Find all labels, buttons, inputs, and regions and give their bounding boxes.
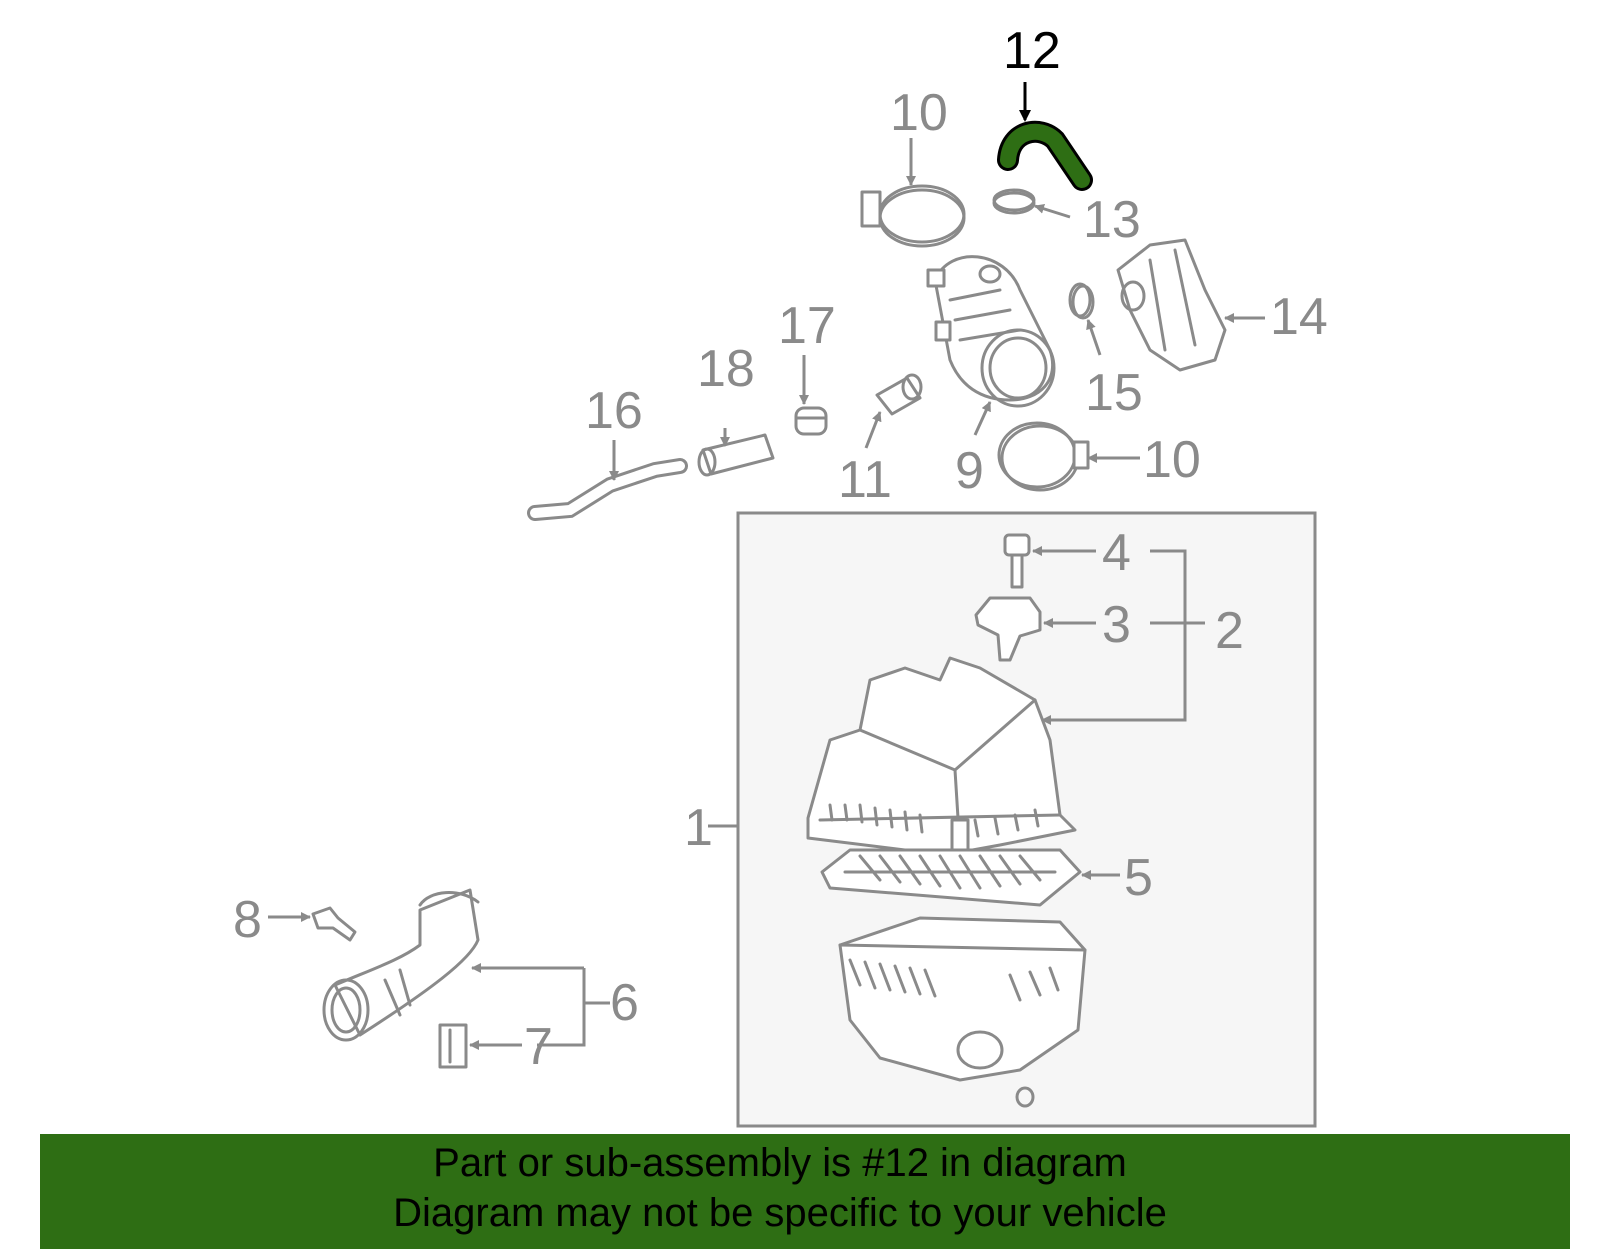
- part-16-tube: [527, 458, 688, 521]
- part-11-fitting: [875, 373, 923, 416]
- callout-labels: 12 10 13 14 15 17 18 16 11 9 10 4 3 2 1 …: [233, 22, 1328, 1076]
- callout-9: 9: [955, 442, 984, 500]
- callout-16: 16: [585, 382, 643, 440]
- part-7-clip: [438, 1023, 468, 1069]
- part-18-hose: [697, 433, 775, 477]
- banner-line-1: Part or sub-assembly is #12 in diagram: [433, 1141, 1127, 1185]
- part-14-cover: [1116, 238, 1227, 372]
- part-10-clamp-bottom: [997, 421, 1090, 492]
- callout-1: 1: [684, 799, 713, 857]
- callout-4: 4: [1102, 524, 1131, 582]
- part-5-filter: [820, 848, 1082, 907]
- leader-lines: [268, 82, 1265, 1050]
- info-banner: Part or sub-assembly is #12 in diagram D…: [40, 1134, 1570, 1249]
- callout-5: 5: [1124, 849, 1153, 907]
- callout-7: 7: [524, 1018, 553, 1076]
- part-1-case: [838, 916, 1087, 1108]
- part-12-hose: [997, 120, 1093, 191]
- part-2-air-cleaner-cap: [806, 656, 1077, 857]
- callout-17: 17: [778, 297, 836, 355]
- callout-13: 13: [1083, 191, 1141, 249]
- callout-12: 12: [1003, 22, 1061, 80]
- part-9-intake-duct: [926, 255, 1056, 408]
- callout-15: 15: [1085, 364, 1143, 422]
- part-3-sensor: [974, 596, 1042, 662]
- part-8-bolt: [311, 906, 357, 942]
- part-4-bolt: [1003, 533, 1031, 589]
- part-15-clamp: [1068, 282, 1095, 320]
- callout-18: 18: [697, 340, 755, 398]
- callout-3: 3: [1102, 596, 1131, 654]
- part-6-inlet-duct: [322, 888, 480, 1042]
- banner-line-2: Diagram may not be specific to your vehi…: [393, 1191, 1167, 1235]
- part-13-clamp: [992, 188, 1036, 215]
- callout-14: 14: [1270, 288, 1328, 346]
- part-17-clamp: [794, 406, 828, 436]
- callout-6: 6: [610, 974, 639, 1032]
- callout-10-bottom: 10: [1143, 431, 1201, 489]
- callout-10-top: 10: [890, 84, 948, 142]
- callout-8: 8: [233, 891, 262, 949]
- callout-11: 11: [838, 451, 892, 509]
- part-10-clamp-top: [860, 184, 966, 248]
- callout-2: 2: [1215, 602, 1244, 660]
